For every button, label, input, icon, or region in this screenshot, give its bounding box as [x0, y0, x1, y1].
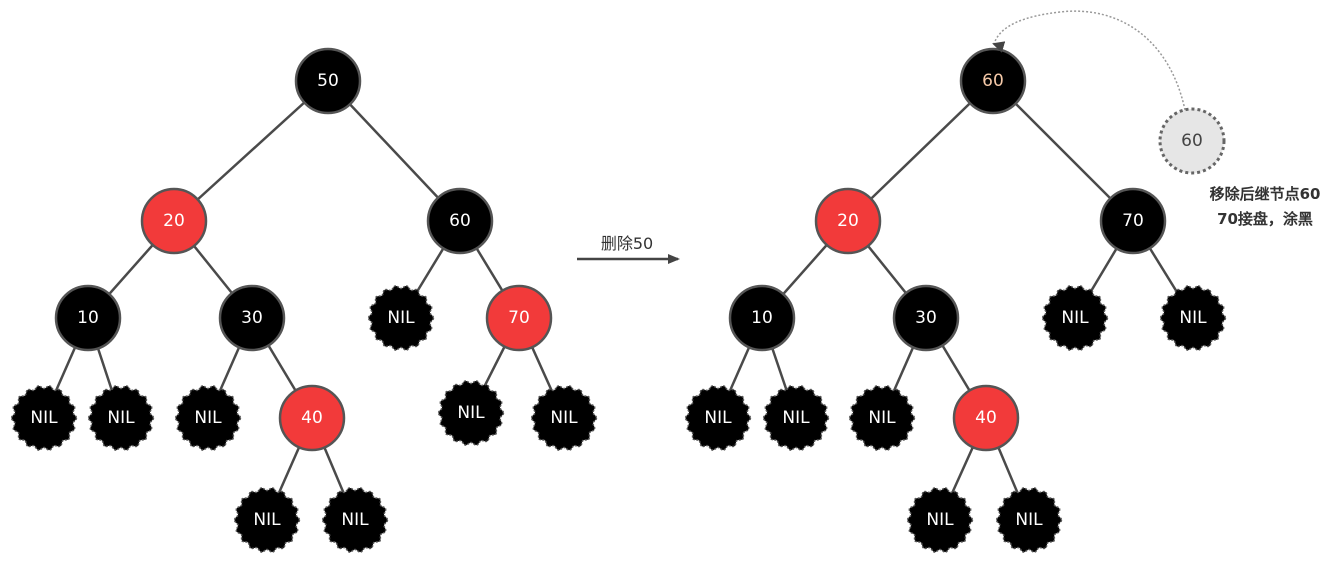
before-node-60: 60: [426, 187, 494, 255]
before-node-nil-leaf: NIL: [233, 487, 301, 553]
before-node-label: NIL: [194, 408, 222, 428]
before-node-label: NIL: [387, 308, 415, 328]
before-node-nil-leaf: NIL: [10, 385, 78, 451]
deletion-note: 移除后继节点60 70接盘，涂黑: [1210, 185, 1321, 228]
after-node-label: NIL: [868, 408, 896, 428]
note-line-1: 移除后继节点60: [1210, 185, 1321, 203]
note-line-2: 70接盘，涂黑: [1217, 210, 1313, 228]
removed-successor-node: [1158, 107, 1226, 175]
delete-operation-arrow: 删除50: [577, 234, 680, 264]
before-edge-b50-b20: [173, 80, 329, 222]
after-node-nil-leaf: NIL: [762, 385, 830, 451]
before-node-50: 50: [294, 47, 362, 115]
before-node-nil-leaf: NIL: [437, 380, 505, 446]
before-node-70: 70: [485, 284, 553, 352]
before-node-nil-leaf: NIL: [530, 385, 598, 451]
after-node-label: 20: [837, 211, 859, 231]
after-node-nil-leaf: NIL: [1041, 285, 1109, 351]
after-node-label: 40: [975, 408, 997, 428]
after-node-nil-leaf: NIL: [906, 487, 974, 553]
before-node-20: 20: [140, 187, 208, 255]
after-node-label: 10: [751, 308, 773, 328]
before-node-label: 60: [449, 211, 471, 231]
after-node-10: 10: [728, 284, 796, 352]
after-node-label: NIL: [782, 408, 810, 428]
before-node-label: NIL: [550, 408, 578, 428]
before-node-label: 20: [163, 211, 185, 231]
after-node-nil-leaf: NIL: [848, 385, 916, 451]
before-node-label: NIL: [30, 408, 58, 428]
after-node-40: 40: [952, 384, 1020, 452]
after-node-nil-leaf: NIL: [684, 385, 752, 451]
after-edge-a60-a20: [847, 80, 994, 222]
after-node-label: NIL: [704, 408, 732, 428]
after-node-nil-leaf: NIL: [1159, 285, 1227, 351]
before-node-nil-leaf: NIL: [367, 285, 435, 351]
after-node-nil-leaf: NIL: [995, 487, 1063, 553]
before-node-label: 10: [77, 308, 99, 328]
after-node-20: 20: [814, 187, 882, 255]
before-node-label: 30: [241, 308, 263, 328]
before-node-label: NIL: [341, 510, 369, 530]
after-node-label: NIL: [926, 510, 954, 530]
after-node-60: 60: [959, 47, 1027, 115]
before-node-label: NIL: [457, 403, 485, 423]
after-node-label: 60: [982, 71, 1004, 91]
after-node-label: 30: [915, 308, 937, 328]
delete-operation-label: 删除50: [601, 234, 653, 253]
removed-successor-label: 60: [1181, 131, 1203, 151]
before-node-label: NIL: [107, 408, 135, 428]
before-node-label: 70: [508, 308, 530, 328]
before-node-40: 40: [278, 384, 346, 452]
before-node-label: 40: [301, 408, 323, 428]
before-node-nil-leaf: NIL: [174, 385, 242, 451]
before-node-30: 30: [218, 284, 286, 352]
after-node-label: NIL: [1179, 308, 1207, 328]
before-node-label: NIL: [253, 510, 281, 530]
after-node-30: 30: [892, 284, 960, 352]
before-node-label: 50: [317, 71, 339, 91]
after-node-70: 70: [1099, 187, 1167, 255]
before-node-10: 10: [54, 284, 122, 352]
successor-move-indicator: 60: [992, 10, 1226, 175]
before-node-nil-leaf: NIL: [87, 385, 155, 451]
before-node-nil-leaf: NIL: [321, 487, 389, 553]
after-node-label: NIL: [1015, 510, 1043, 530]
after-node-label: 70: [1122, 211, 1144, 231]
after-node-label: NIL: [1061, 308, 1089, 328]
before-tree-edges: [42, 80, 566, 521]
